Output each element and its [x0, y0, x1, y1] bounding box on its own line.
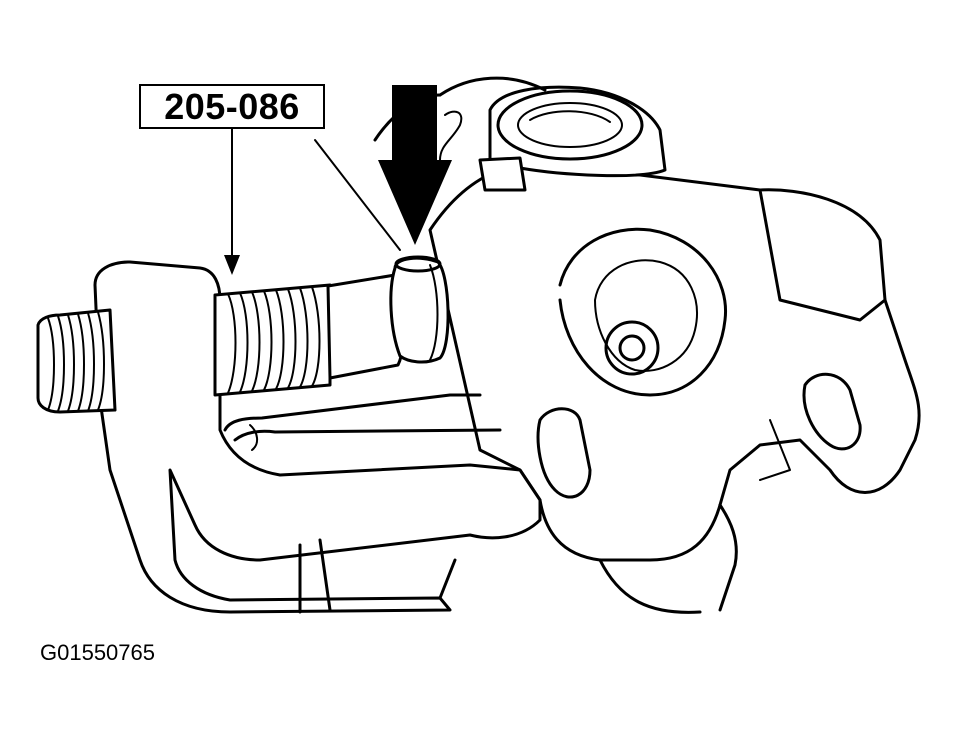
figure-id: G01550765 [40, 640, 155, 665]
down-arrow-icon [378, 85, 452, 245]
press-tool-frame [93, 260, 542, 614]
leader-line-cap [314, 139, 401, 251]
leader-arrowhead [224, 255, 240, 275]
forcing-screw [36, 255, 450, 414]
caliper-housing [373, 76, 921, 614]
tool-number-label: 205-086 [139, 84, 325, 129]
